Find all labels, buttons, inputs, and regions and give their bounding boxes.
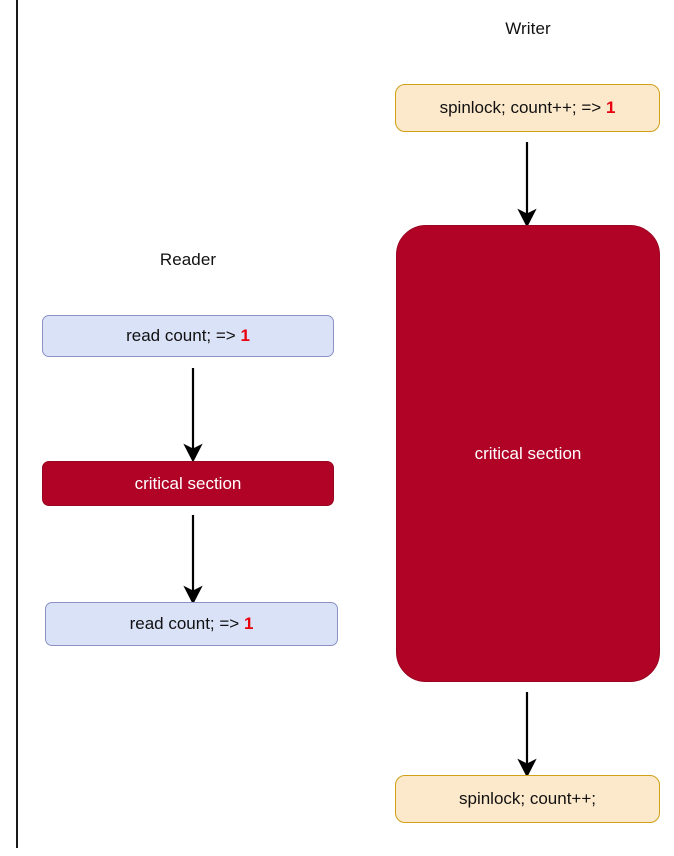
reader-node-read-count-before-label: read count; => 1 — [126, 326, 250, 346]
writer-node-spinlock-acquire[interactable]: spinlock; count++; => 1 — [395, 84, 660, 132]
writer-column-title: Writer — [505, 19, 551, 38]
left-margin-rule — [16, 0, 18, 848]
reader-node-read-count-after-value: 1 — [243, 614, 254, 634]
reader-node-read-count-before-value: 1 — [240, 326, 250, 346]
reader-node-read-count-after[interactable]: read count; => 1 — [45, 602, 338, 646]
reader-column-title: Reader — [159, 250, 217, 269]
writer-node-spinlock-release[interactable]: spinlock; count++; — [395, 775, 660, 823]
reader-node-read-count-before[interactable]: read count; => 1 — [42, 315, 334, 357]
reader-node-read-count-after-label: read count; => 1 — [129, 614, 254, 634]
writer-node-critical-section[interactable]: critical section — [396, 225, 660, 682]
writer-node-spinlock-release-label: spinlock; count++; — [458, 789, 597, 809]
writer-node-spinlock-acquire-value: 1 — [605, 98, 616, 118]
writer-node-critical-section-label: critical section — [474, 443, 582, 463]
reader-node-critical-section[interactable]: critical section — [42, 461, 334, 506]
writer-node-spinlock-acquire-label: spinlock; count++; => 1 — [439, 98, 616, 118]
reader-node-critical-section-label: critical section — [134, 473, 242, 493]
